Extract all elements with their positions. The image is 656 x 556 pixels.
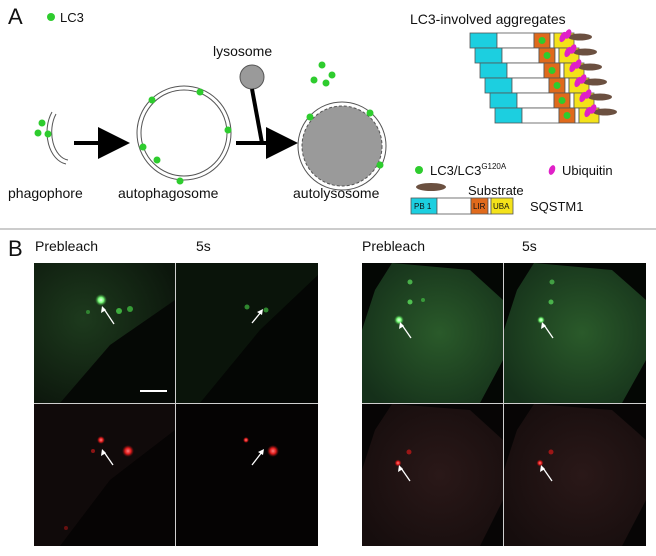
lc3-legend-label: LC3	[60, 10, 84, 25]
aggregate-row	[484, 74, 607, 94]
left-5s-label: 5s	[196, 238, 211, 254]
left-green-prebleach	[34, 263, 175, 403]
uba-label: UBA	[493, 202, 510, 211]
lysosome-connector	[250, 88, 264, 144]
left-prebleach-label: Prebleach	[35, 238, 98, 254]
phagophore-label: phagophore	[8, 185, 83, 201]
left-micrograph-grid	[34, 263, 318, 546]
ubiquitin-legend-label: Ubiquitin	[562, 163, 613, 178]
substrate-shape	[588, 93, 612, 101]
right-red-prebleach	[362, 404, 503, 546]
ubiquitin-shape	[579, 74, 587, 84]
ubiquitin-shape	[584, 89, 592, 99]
ubiquitin-shape	[574, 59, 582, 69]
autolysosome-illustration	[297, 101, 387, 191]
aggregates-title: LC3-involved aggregates	[410, 11, 566, 27]
left-red-prebleach	[34, 404, 175, 546]
arrow-indicator	[251, 311, 262, 324]
lc3-dot	[553, 82, 561, 89]
phagophore-illustration	[34, 111, 69, 165]
lc3-dot	[558, 97, 566, 104]
panel-b-letter: B	[8, 236, 23, 261]
lysosome-label: lysosome	[213, 43, 272, 59]
arrow-indicator	[251, 451, 263, 466]
sqstm1-domain-bar: PB 1 LIR UBA	[410, 197, 514, 215]
ubiquitin-shape	[589, 104, 597, 114]
autolysosome-label: autolysosome	[293, 185, 380, 201]
released-lc3-dots	[310, 61, 336, 87]
right-prebleach-label: Prebleach	[362, 238, 425, 254]
arrow-indicator	[543, 324, 554, 339]
substrate-shape	[583, 78, 607, 86]
left-red-5s	[176, 404, 318, 546]
arrow-indicator	[401, 324, 412, 339]
ubiquitin-legend-icon	[548, 165, 556, 175]
substrate-legend-icon	[416, 183, 446, 191]
lc3-mut-legend-label: LC3/LC3G120A	[430, 162, 507, 178]
autophagosome-label: autophagosome	[118, 185, 219, 201]
ubiquitin-shape	[569, 44, 577, 54]
lc3-legend-dot	[47, 13, 55, 21]
arrow-indicator	[400, 467, 411, 482]
aggregate-row	[479, 59, 602, 79]
lc3-dot	[563, 112, 571, 119]
left-green-5s	[176, 263, 318, 403]
substrate-shape	[578, 63, 602, 71]
aggregate-row	[494, 104, 617, 124]
arrow-indicator	[103, 308, 115, 325]
right-5s-label: 5s	[522, 238, 537, 254]
sqstm1-label: SQSTM1	[530, 199, 583, 214]
right-green-5s	[504, 263, 646, 403]
arrow-indicator	[542, 467, 553, 482]
panel-a-letter: A	[8, 4, 23, 29]
aggregates-stack	[469, 29, 617, 124]
right-green-prebleach	[362, 263, 503, 403]
ubiquitin-shape	[564, 29, 572, 39]
substrate-shape	[573, 48, 597, 56]
lc3-mut-legend-dot	[415, 166, 423, 174]
lc3-dot	[548, 67, 556, 74]
lysosome-circle	[239, 64, 265, 90]
autophagosome-illustration	[136, 85, 232, 185]
substrate-shape	[568, 33, 592, 41]
lir-label: LIR	[473, 202, 486, 211]
pb1-label: PB 1	[414, 202, 432, 211]
right-red-5s	[504, 404, 646, 546]
arrow-indicator	[103, 451, 114, 466]
substrate-legend-label: Substrate	[468, 183, 524, 198]
lc3-dot	[543, 52, 551, 59]
lc3-dot	[538, 37, 546, 44]
aggregate-row	[489, 89, 612, 109]
substrate-shape	[593, 108, 617, 116]
right-micrograph-grid	[362, 263, 646, 546]
